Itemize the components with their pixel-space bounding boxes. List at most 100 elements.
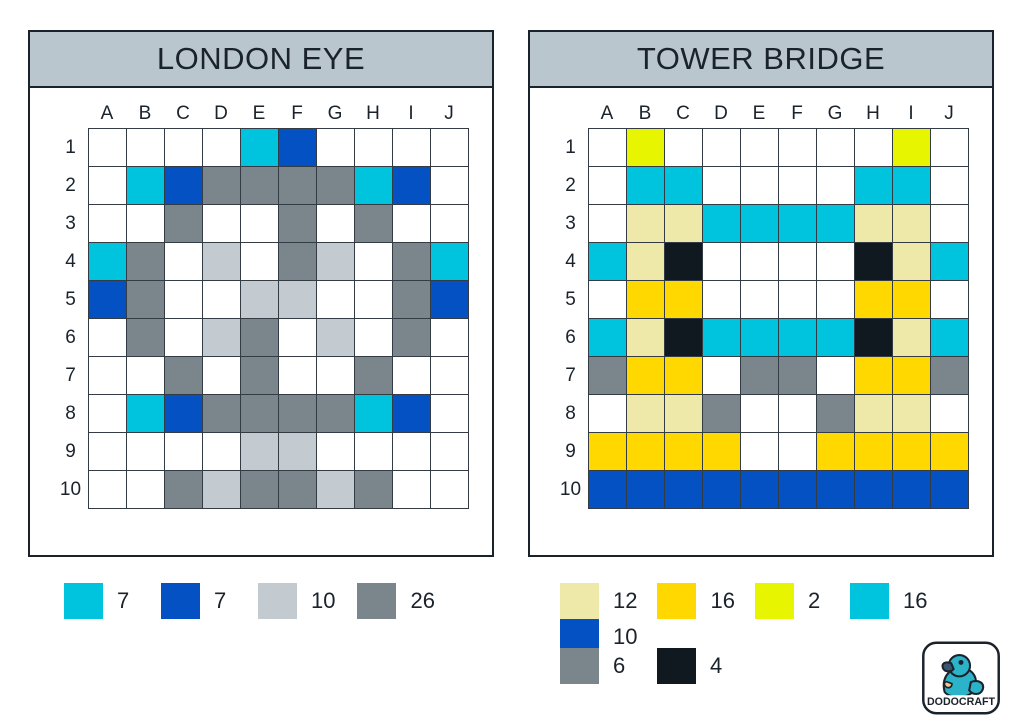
grid-cell-B7[interactable] <box>125 356 165 395</box>
grid-cell-C3[interactable] <box>663 204 703 243</box>
grid-cell-C10[interactable] <box>163 470 203 509</box>
grid-cell-E5[interactable] <box>239 280 279 319</box>
grid-cell-B1[interactable] <box>625 128 665 167</box>
grid-cell-F5[interactable] <box>277 280 317 319</box>
grid-cell-G2[interactable] <box>315 166 355 205</box>
grid-cell-B4[interactable] <box>125 242 165 281</box>
grid-cell-D6[interactable] <box>201 318 241 357</box>
grid-cell-H6[interactable] <box>853 318 893 357</box>
grid-cell-A5[interactable] <box>87 280 127 319</box>
grid-cell-A7[interactable] <box>87 356 127 395</box>
grid-cell-E9[interactable] <box>239 432 279 471</box>
grid-cell-G6[interactable] <box>315 318 355 357</box>
grid-cell-H5[interactable] <box>353 280 393 319</box>
grid-cell-G3[interactable] <box>815 204 855 243</box>
grid-cell-G7[interactable] <box>315 356 355 395</box>
grid-cell-D7[interactable] <box>701 356 741 395</box>
grid-cell-A8[interactable] <box>87 394 127 433</box>
grid-cell-B3[interactable] <box>125 204 165 243</box>
grid-cell-G4[interactable] <box>815 242 855 281</box>
grid-cell-H10[interactable] <box>353 470 393 509</box>
grid-cell-I6[interactable] <box>891 318 931 357</box>
grid-cell-H3[interactable] <box>853 204 893 243</box>
grid-cell-J8[interactable] <box>429 394 469 433</box>
grid-cell-D1[interactable] <box>701 128 741 167</box>
grid-cell-F1[interactable] <box>777 128 817 167</box>
grid-cell-C10[interactable] <box>663 470 703 509</box>
grid-cell-B6[interactable] <box>125 318 165 357</box>
grid-cell-A6[interactable] <box>587 318 627 357</box>
grid-cell-J10[interactable] <box>429 470 469 509</box>
grid-cell-D6[interactable] <box>701 318 741 357</box>
grid-cell-E7[interactable] <box>739 356 779 395</box>
grid-cell-H2[interactable] <box>853 166 893 205</box>
grid-cell-A6[interactable] <box>87 318 127 357</box>
grid-cell-C1[interactable] <box>163 128 203 167</box>
grid-cell-J4[interactable] <box>929 242 969 281</box>
grid-cell-F4[interactable] <box>777 242 817 281</box>
grid-cell-J1[interactable] <box>429 128 469 167</box>
grid-cell-D9[interactable] <box>201 432 241 471</box>
grid-cell-B10[interactable] <box>625 470 665 509</box>
grid-cell-B4[interactable] <box>625 242 665 281</box>
grid-cell-E10[interactable] <box>239 470 279 509</box>
grid-cell-J3[interactable] <box>429 204 469 243</box>
grid-cell-I5[interactable] <box>891 280 931 319</box>
grid-cell-D7[interactable] <box>201 356 241 395</box>
grid-cell-A4[interactable] <box>587 242 627 281</box>
grid-cell-B2[interactable] <box>125 166 165 205</box>
grid-cell-G4[interactable] <box>315 242 355 281</box>
grid-cell-I3[interactable] <box>391 204 431 243</box>
grid-cell-I9[interactable] <box>391 432 431 471</box>
grid-cell-A10[interactable] <box>587 470 627 509</box>
grid-cell-E8[interactable] <box>239 394 279 433</box>
grid-cell-G9[interactable] <box>315 432 355 471</box>
grid-cell-E7[interactable] <box>239 356 279 395</box>
grid-cell-F5[interactable] <box>777 280 817 319</box>
grid-cell-J8[interactable] <box>929 394 969 433</box>
grid-cell-A10[interactable] <box>87 470 127 509</box>
grid-cell-I4[interactable] <box>891 242 931 281</box>
grid-cell-F10[interactable] <box>277 470 317 509</box>
grid-cell-D3[interactable] <box>701 204 741 243</box>
grid-cell-A2[interactable] <box>87 166 127 205</box>
grid-cell-D3[interactable] <box>201 204 241 243</box>
grid-cell-F8[interactable] <box>777 394 817 433</box>
grid-cell-C8[interactable] <box>163 394 203 433</box>
grid-cell-F10[interactable] <box>777 470 817 509</box>
grid-cell-G8[interactable] <box>315 394 355 433</box>
grid-cell-B7[interactable] <box>625 356 665 395</box>
grid-cell-J5[interactable] <box>929 280 969 319</box>
grid-cell-F6[interactable] <box>277 318 317 357</box>
grid-cell-D8[interactable] <box>701 394 741 433</box>
grid-cell-A5[interactable] <box>587 280 627 319</box>
grid-cell-C9[interactable] <box>663 432 703 471</box>
grid-cell-E3[interactable] <box>239 204 279 243</box>
grid-cell-J1[interactable] <box>929 128 969 167</box>
grid-cell-I7[interactable] <box>891 356 931 395</box>
grid-cell-F2[interactable] <box>277 166 317 205</box>
grid-cell-A3[interactable] <box>87 204 127 243</box>
grid-cell-D9[interactable] <box>701 432 741 471</box>
grid-cell-I1[interactable] <box>391 128 431 167</box>
grid-cell-I1[interactable] <box>891 128 931 167</box>
grid-cell-I9[interactable] <box>891 432 931 471</box>
grid-cell-A1[interactable] <box>87 128 127 167</box>
grid-cell-H3[interactable] <box>353 204 393 243</box>
grid-cell-F8[interactable] <box>277 394 317 433</box>
grid-cell-C3[interactable] <box>163 204 203 243</box>
grid-cell-G6[interactable] <box>815 318 855 357</box>
grid-cell-B2[interactable] <box>625 166 665 205</box>
grid-cell-B6[interactable] <box>625 318 665 357</box>
grid-cell-D4[interactable] <box>701 242 741 281</box>
grid-cell-A8[interactable] <box>587 394 627 433</box>
grid-cell-F1[interactable] <box>277 128 317 167</box>
grid-cell-H7[interactable] <box>353 356 393 395</box>
grid-cell-F7[interactable] <box>277 356 317 395</box>
grid-cell-B8[interactable] <box>625 394 665 433</box>
grid-cell-E6[interactable] <box>739 318 779 357</box>
grid-cell-C4[interactable] <box>163 242 203 281</box>
grid-cell-C1[interactable] <box>663 128 703 167</box>
grid-cell-I2[interactable] <box>391 166 431 205</box>
grid-cell-J7[interactable] <box>929 356 969 395</box>
